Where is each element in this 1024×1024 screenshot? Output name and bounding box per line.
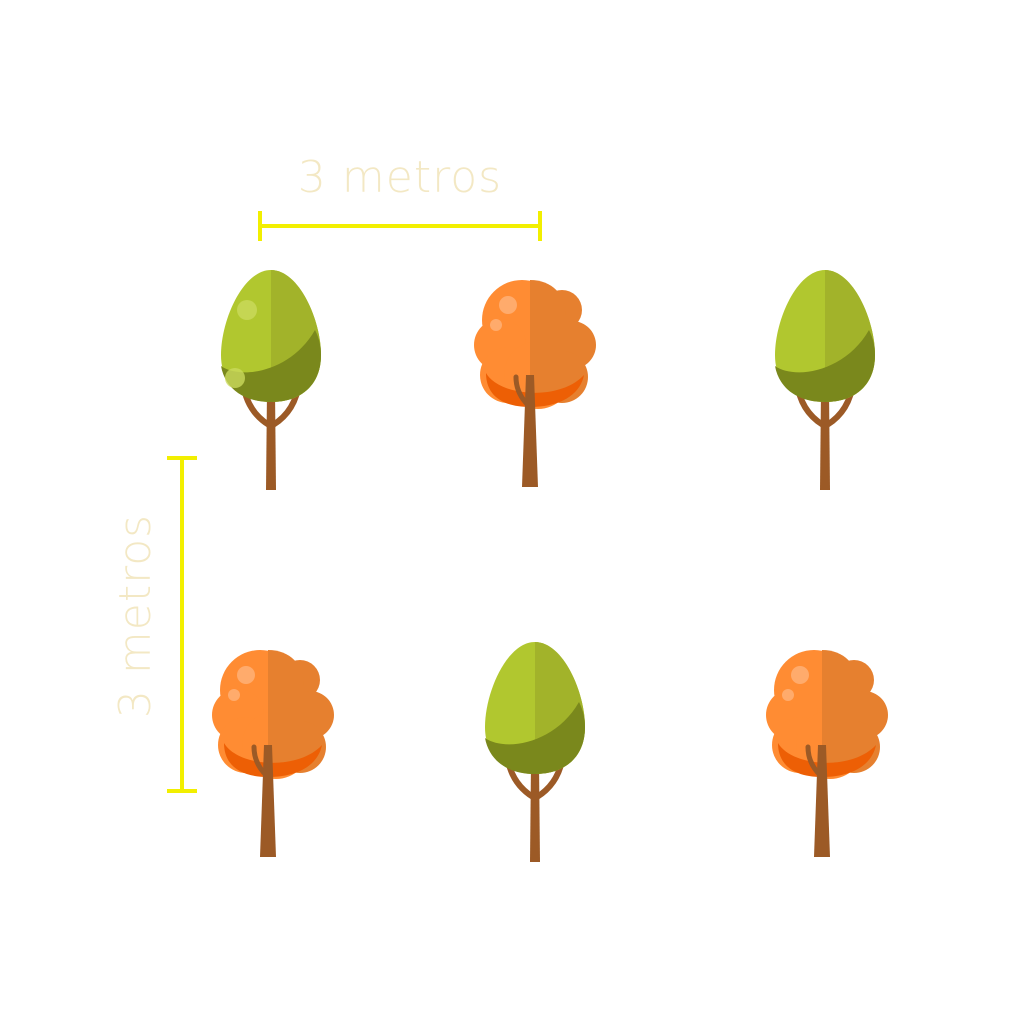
horizontal-dimension: 3 metros xyxy=(258,152,542,241)
vertical-dimension-line xyxy=(167,456,197,793)
green-tree-icon xyxy=(221,270,321,490)
horizontal-dimension-label: 3 metros xyxy=(298,152,502,203)
vertical-dimension: 3 metros xyxy=(110,456,197,793)
vertical-dimension-label: 3 metros xyxy=(110,514,161,718)
horizontal-dimension-line xyxy=(258,211,542,241)
